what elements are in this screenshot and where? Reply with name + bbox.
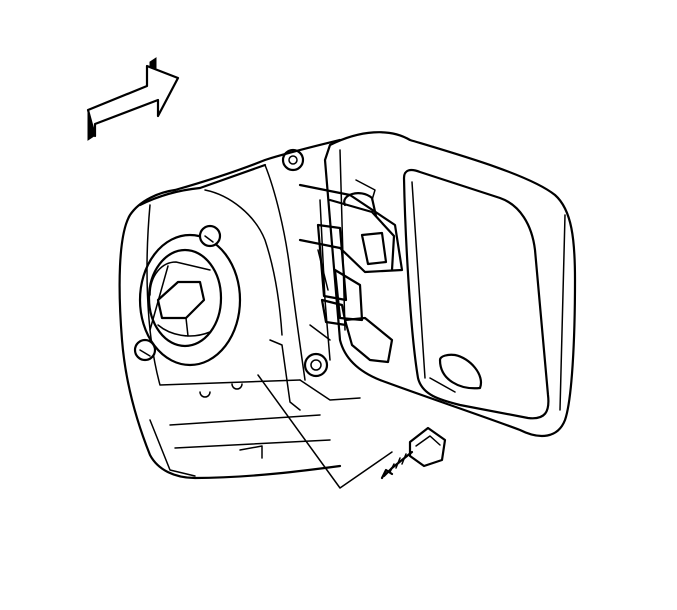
fuel-filler-housing	[118, 138, 361, 480]
filler-neck	[133, 224, 242, 367]
mounting-screw	[380, 426, 447, 480]
door-hinge	[298, 179, 404, 364]
callout-leader	[257, 374, 393, 489]
forward-arrow-icon	[86, 57, 180, 141]
fuel-door	[323, 131, 577, 438]
housing-mounting-studs	[199, 148, 329, 398]
